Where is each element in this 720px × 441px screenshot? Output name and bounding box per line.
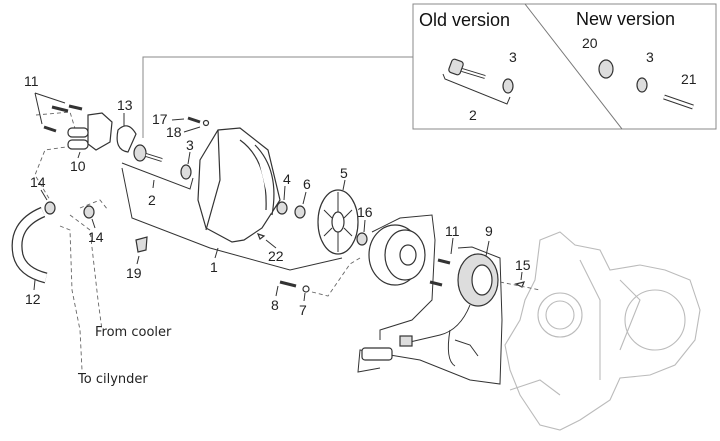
impeller-shaft-part: [133, 144, 163, 162]
inset-callout-20: 20: [582, 35, 598, 51]
callout-11-pump: 11: [24, 73, 39, 89]
clamp-14-part-left: [44, 201, 56, 215]
leader-16: [363, 219, 366, 233]
version-inset: Old version New version 3 2 20 3 21: [412, 3, 717, 130]
inset-frame: [412, 3, 717, 130]
hose-path-to-cylinder: [59, 225, 83, 371]
plug-part: [361, 347, 393, 361]
to-cylinder-note: To cilynder: [77, 372, 148, 387]
hose-12-inner: [12, 208, 48, 283]
leader-12: [33, 279, 36, 291]
inset-callout-3-old: 3: [509, 49, 517, 65]
leader-7-8: [275, 285, 306, 302]
flywheel-group-bracket: [371, 214, 436, 340]
old-bracket: [442, 73, 511, 105]
leader-10: [77, 151, 81, 159]
pump-cover-screws: [34, 92, 83, 133]
old-version-heading: Old version: [419, 10, 510, 30]
callout-4: 4: [283, 171, 291, 187]
new-version-heading: New version: [576, 9, 675, 29]
callout-13: 13: [117, 97, 133, 113]
leader-11-stator: [450, 237, 454, 255]
hose-path-upper: [34, 111, 81, 201]
washer-6-part: [294, 205, 306, 219]
seal-part: [180, 164, 192, 180]
callout-18: 18: [166, 124, 182, 140]
callout-11-stator: 11: [445, 223, 460, 239]
inset-connector: [142, 56, 413, 138]
screw-8-part: [279, 280, 297, 288]
callout-1: 1: [210, 259, 218, 275]
nut-16-part: [356, 232, 368, 246]
callout-14-left: 14: [30, 174, 46, 190]
callout-17: 17: [152, 111, 168, 127]
flywheel-cover-part: [197, 127, 281, 243]
stator-part: [457, 253, 499, 307]
callout-16: 16: [357, 204, 373, 220]
screw-17-part: [187, 116, 201, 124]
clip-19-part: [135, 236, 148, 253]
leader-1: [214, 247, 219, 259]
bracket-1: [121, 167, 343, 271]
callout-19: 19: [126, 265, 142, 281]
bracket-2: [121, 162, 194, 190]
from-cooler-note: From cooler: [95, 325, 172, 340]
leader-5: [342, 179, 346, 191]
callout-2: 2: [148, 192, 156, 208]
leader-4-6: [283, 185, 307, 205]
callout-22: 22: [268, 248, 284, 264]
inset-callout-2: 2: [469, 107, 477, 123]
crankcase-ghost: [504, 231, 701, 431]
leader-19: [136, 255, 140, 265]
stator-group-bracket: [357, 246, 503, 385]
new-shaft-part: [663, 94, 694, 110]
leader-9: [485, 240, 490, 257]
callout-6: 6: [303, 176, 311, 192]
callout-12: 12: [25, 291, 41, 307]
gasket-part: [116, 125, 137, 153]
new-seal-part: [636, 77, 648, 93]
callout-9: 9: [485, 223, 493, 239]
stator-screw-part-2: [429, 280, 443, 287]
stator-screw-part: [437, 258, 451, 265]
connector-part: [399, 335, 413, 347]
flywheel-rotor-part: [368, 224, 426, 286]
clamp-14-part-right: [83, 205, 95, 219]
callout-15: 15: [515, 257, 531, 273]
new-impeller-part: [598, 59, 614, 79]
leader-2: [152, 179, 155, 189]
callout-5: 5: [340, 165, 348, 181]
nut-4-part: [276, 201, 288, 215]
leader-3: [187, 151, 191, 165]
washer-18-part: [202, 119, 210, 127]
inset-divider: [524, 3, 623, 130]
old-seal-part: [502, 78, 514, 94]
old-pump-shaft-part: [448, 58, 486, 79]
hose-path-from-cooler: [69, 199, 109, 331]
dash-7-to-flywheel: [311, 257, 361, 297]
cooling-fan-part: [317, 189, 359, 255]
washer-7-part: [302, 285, 310, 293]
callout-7: 7: [299, 302, 307, 318]
callout-8: 8: [271, 297, 279, 313]
inset-callout-3-new: 3: [646, 49, 654, 65]
leader-14: [40, 189, 96, 229]
pin-22-part: [256, 233, 266, 240]
leader-17-18: [171, 118, 201, 133]
pin-15-part: [514, 281, 525, 288]
callout-10: 10: [70, 158, 86, 174]
leader-15: [520, 271, 523, 281]
inset-callout-21: 21: [681, 71, 697, 87]
pump-cover-part: [67, 112, 113, 151]
callout-3: 3: [186, 137, 194, 153]
stator-wiring: [409, 304, 479, 367]
leader-22: [265, 239, 277, 249]
callout-14-right: 14: [88, 229, 104, 245]
